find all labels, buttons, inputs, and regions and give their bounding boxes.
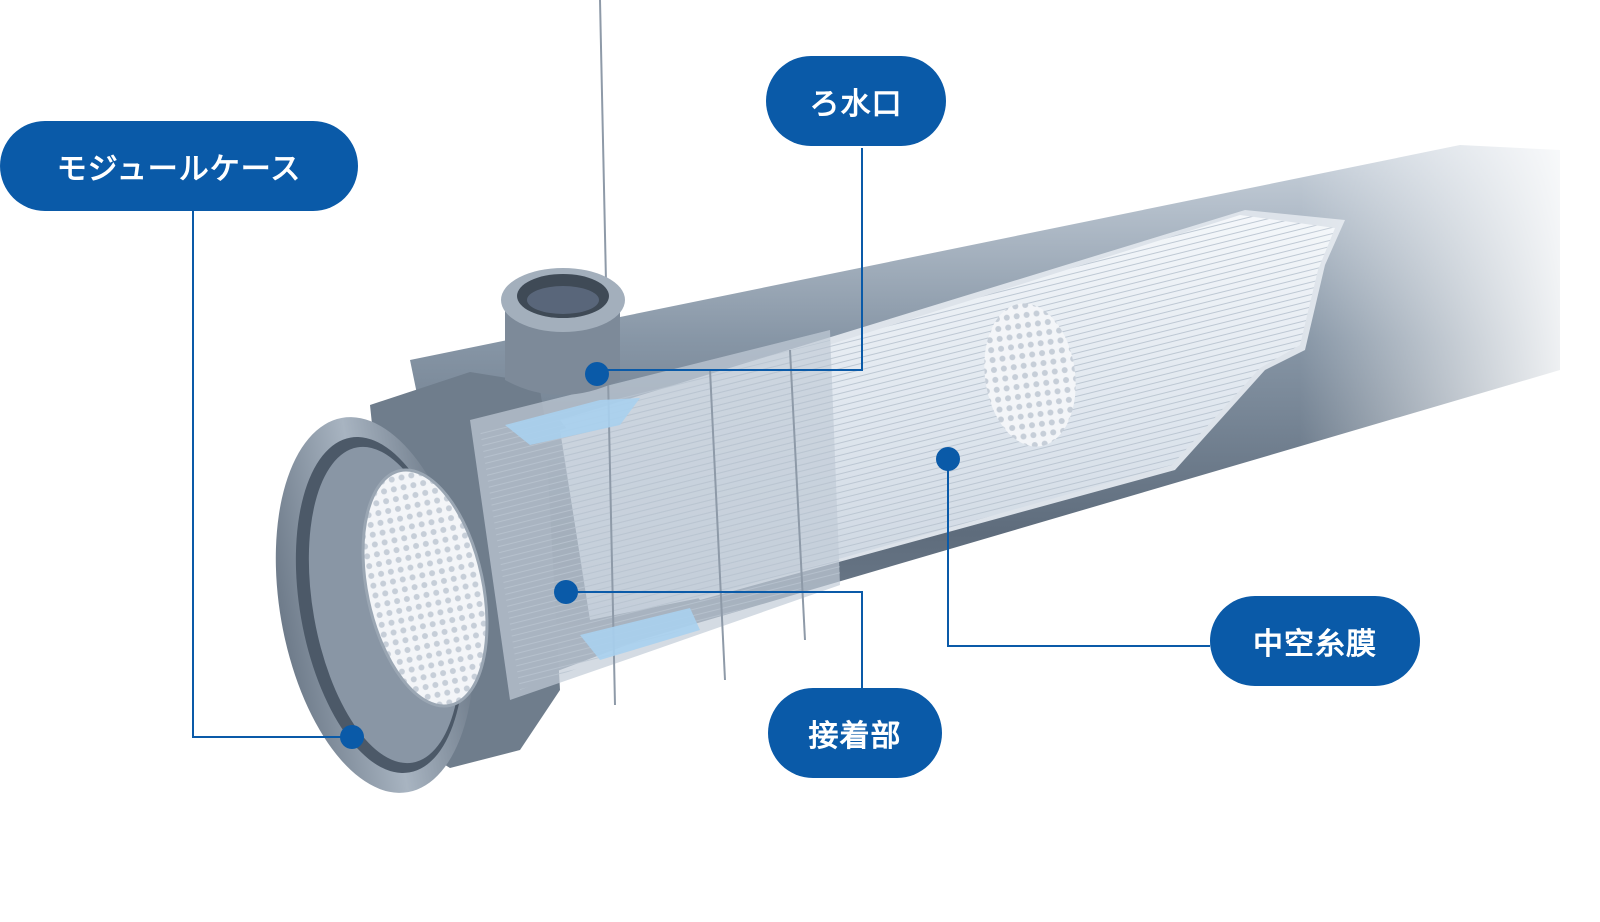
marker-dot-filtrate-outlet — [585, 362, 609, 386]
leader-line-adhesive — [566, 591, 863, 688]
marker-dot-hollow-fiber — [936, 447, 960, 471]
label-hollow-fiber: 中空糸膜 — [1210, 596, 1420, 686]
leader-line-filtrate-outlet — [597, 148, 863, 371]
marker-dot-adhesive — [554, 580, 578, 604]
front-flange — [275, 417, 489, 793]
marker-dot-module-case — [340, 725, 364, 749]
leader-line-hollow-fiber — [947, 459, 1210, 647]
leader-line-module-case — [192, 210, 352, 738]
label-filtrate-outlet: ろ水口 — [766, 56, 946, 146]
label-adhesive: 接着部 — [768, 688, 942, 778]
label-module-case: モジュールケース — [0, 121, 358, 211]
